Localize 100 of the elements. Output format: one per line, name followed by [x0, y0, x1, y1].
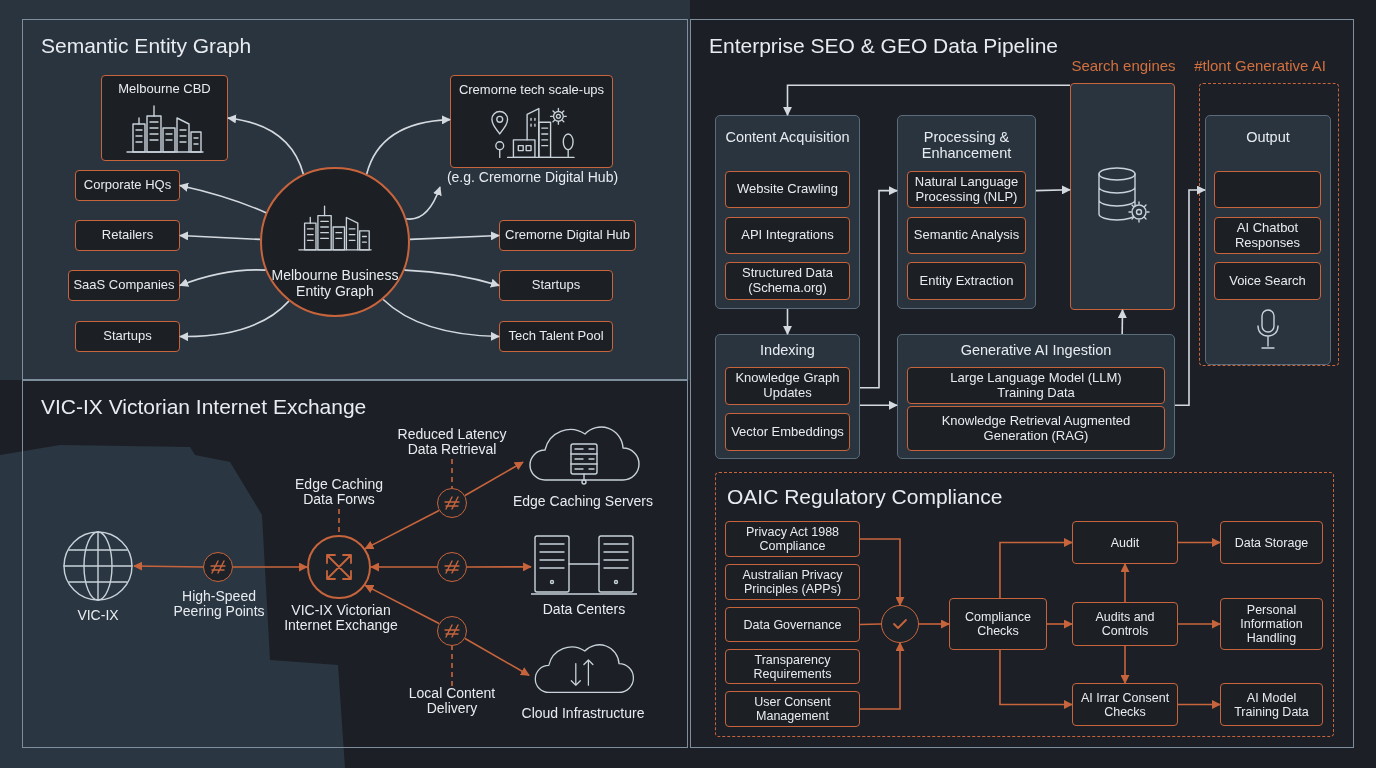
- process-box: [101, 75, 228, 161]
- box-label: Compliance Checks: [964, 610, 1032, 638]
- arrow: [466, 562, 532, 572]
- box-label: Voice Search: [1229, 273, 1306, 289]
- process-box: [499, 321, 613, 352]
- process-box: [1072, 521, 1178, 564]
- arrow: [1177, 700, 1221, 709]
- process-box: [907, 406, 1165, 451]
- panel-title: OAIC Regulatory Compliance: [727, 485, 1003, 509]
- panel: [22, 19, 688, 380]
- arrow: [1120, 563, 1130, 603]
- panel: [22, 380, 688, 748]
- box-label: Retailers: [101, 228, 154, 243]
- process-box: [499, 220, 636, 251]
- process-box: [725, 649, 860, 684]
- annotation-text: Local Content Delivery: [392, 686, 512, 718]
- box-label: Data Storage: [1234, 535, 1309, 550]
- panel: [690, 19, 1354, 748]
- box-label: Vector Embeddings: [731, 424, 844, 440]
- arrow: [403, 269, 500, 288]
- annotation-text: Reduced Latency Data Retrieval: [384, 427, 520, 459]
- process-box: [949, 598, 1047, 650]
- box-label: Cremorne Digital Hub: [505, 228, 630, 243]
- process-box: [1214, 262, 1321, 300]
- arrow: [859, 642, 905, 710]
- arrow: [1046, 619, 1073, 629]
- group-box: [897, 334, 1175, 459]
- box-label: Privacy Act 1988 Compliance: [744, 525, 841, 553]
- process-box: [725, 262, 850, 300]
- junction-circle: [437, 552, 467, 582]
- box-label: AI Chatbot Responses: [1233, 220, 1301, 251]
- box-label: Structured Data (Schema.org): [740, 266, 834, 296]
- box-label: Transparency Requirements: [752, 652, 833, 681]
- panel-title: Semantic Entity Graph: [41, 34, 252, 58]
- process-box: [1214, 217, 1321, 254]
- process-box: [725, 171, 850, 208]
- process-box: [907, 217, 1026, 254]
- arrow: [999, 538, 1073, 599]
- annotation-text: Edge Caching Data Forws: [284, 477, 394, 509]
- dashed-frame: [715, 472, 1334, 737]
- box-label: SaaS Companies: [73, 278, 175, 293]
- arrow: [999, 649, 1073, 709]
- arrow: [1120, 645, 1130, 684]
- arrow: [1035, 185, 1071, 195]
- process-box: [1220, 598, 1323, 650]
- box-label: Audits and Controls: [1094, 610, 1156, 638]
- node-label: Cloud Infrastructure: [520, 706, 646, 722]
- arrow: [918, 619, 950, 629]
- box-heading: Search engines: [1070, 57, 1177, 74]
- box-label: Knowledge Graph Updates: [734, 371, 841, 401]
- process-box: [75, 321, 180, 352]
- arrow: [783, 84, 1071, 116]
- process-box: [725, 413, 850, 451]
- leader-line: [451, 458, 453, 489]
- process-box: [725, 691, 860, 727]
- leader-line: [451, 645, 453, 687]
- process-box: [1072, 683, 1178, 726]
- box-label: Cremorne tech scale-ups: [458, 83, 605, 98]
- panel-title: VIC-IX Victorian Internet Exchange: [41, 395, 367, 419]
- box-label: Corporate HQs: [83, 178, 172, 193]
- arrow: [859, 400, 898, 410]
- process-box: [907, 171, 1026, 208]
- box-heading: #tlont Generative AI: [1193, 57, 1327, 74]
- box-label: Startups: [103, 329, 152, 344]
- junction-circle: [881, 605, 919, 643]
- node-label: VIC-IX Victorian Internet Exchange: [283, 603, 399, 634]
- annotation-text: (e.g. Cremorne Digital Hub): [440, 170, 625, 190]
- group-box: [715, 334, 860, 459]
- arrow: [1177, 538, 1221, 547]
- node-label: Data Centers: [541, 602, 627, 618]
- group-heading: Content Acquisition: [724, 130, 851, 146]
- group-box: [715, 115, 860, 309]
- arrow: [1117, 309, 1127, 335]
- process-box: [725, 564, 860, 600]
- junction-circle: [437, 488, 467, 518]
- process-box: [75, 170, 180, 201]
- arrow: [364, 584, 440, 625]
- hub-label: Melbourne Business Entity Graph: [270, 266, 400, 300]
- box-label: Australian Privacy Principles (APPs): [741, 568, 844, 596]
- arrow: [1174, 185, 1206, 407]
- process-box: [907, 367, 1165, 404]
- panel-title: Enterprise SEO & GEO Data Pipeline: [709, 34, 1058, 58]
- connector-line: [859, 623, 882, 626]
- arrow: [409, 231, 500, 241]
- arrow: [179, 182, 267, 214]
- arrow: [382, 298, 500, 341]
- box-label: AI Model Training Data: [1233, 690, 1310, 719]
- group-heading: Processing & Enhancement: [920, 130, 1013, 162]
- arrow: [464, 461, 524, 497]
- arrow: [179, 231, 261, 241]
- process-box: [725, 367, 850, 405]
- process-box: [1220, 683, 1323, 726]
- process-box: [1072, 602, 1178, 646]
- box-label: Large Language Model (LLM) Training Data: [949, 370, 1123, 401]
- node-caption: High-Speed Peering Points: [172, 589, 266, 620]
- process-box: [68, 270, 180, 301]
- arrow: [859, 186, 898, 389]
- arrow: [133, 561, 204, 571]
- group-heading: Indexing: [759, 343, 816, 359]
- process-box: [725, 217, 850, 254]
